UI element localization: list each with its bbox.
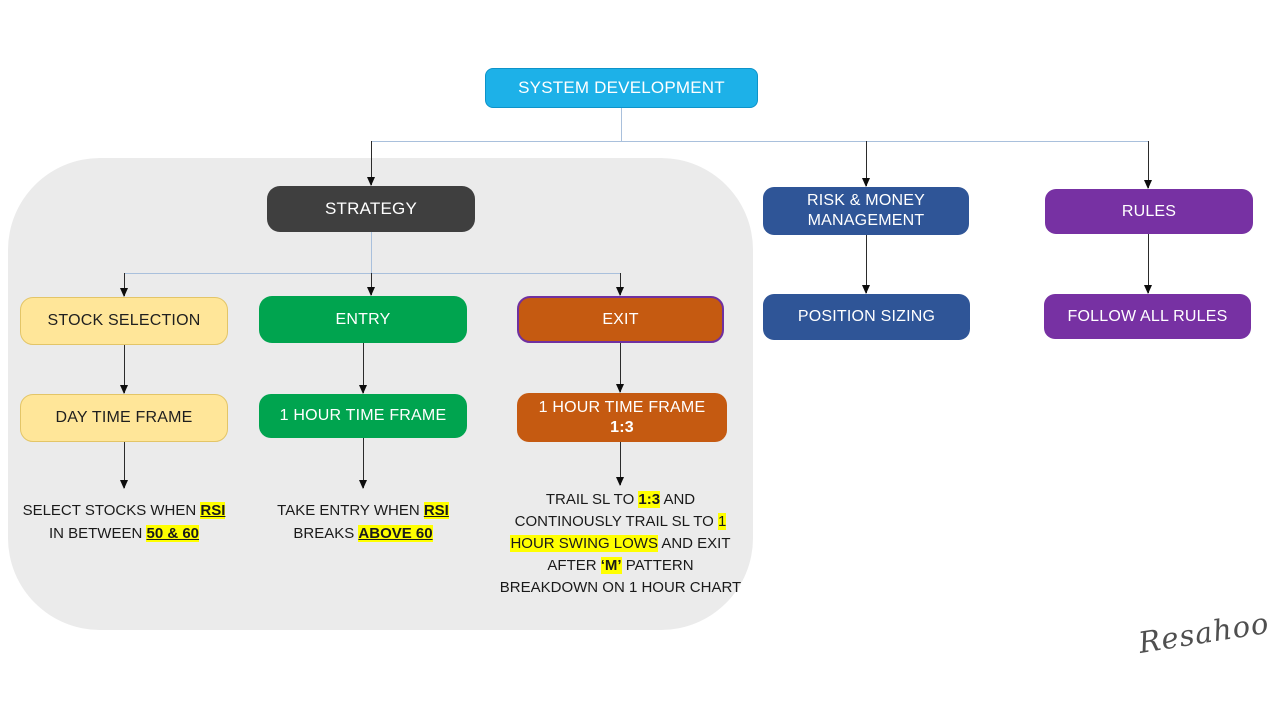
node-rules: RULES [1045,189,1253,234]
node-strategy: STRATEGY [267,186,475,232]
signature-watermark: Resahoo [1136,605,1272,660]
arrow-to-rules [1144,141,1152,189]
node-exit: EXIT [517,296,724,343]
arrow-hour-to-note [359,438,367,489]
node-risk-money-management: RISK & MONEY MANAGEMENT [763,187,969,235]
arrow-to-strategy [367,141,375,186]
arrow-to-stock-selection [120,273,128,297]
node-1-hour-time-frame-entry: 1 HOUR TIME FRAME [259,394,467,438]
node-1-hour-time-frame-exit: 1 HOUR TIME FRAME 1:3 [517,393,727,442]
arrow-rules-to-follow [1144,234,1152,294]
arrow-to-entry [367,273,375,296]
arrow-entry-to-hour [359,343,367,394]
connector-system-horizontal [371,141,1149,142]
arrow-day-to-note [120,442,128,489]
node-stock-selection: STOCK SELECTION [20,297,228,345]
node-system-development: SYSTEM DEVELOPMENT [485,68,758,108]
arrow-risk-to-position [862,235,870,294]
arrow-stock-to-day [120,345,128,394]
arrow-to-exit [616,273,624,296]
arrow-exit-to-hour [616,343,624,393]
node-position-sizing: POSITION SIZING [763,294,970,340]
connector-system-down [621,108,622,141]
node-follow-all-rules: FOLLOW ALL RULES [1044,294,1251,339]
connector-strategy-horizontal [124,273,621,274]
node-day-time-frame: DAY TIME FRAME [20,394,228,442]
arrow-to-risk-money [862,141,870,187]
connector-strategy-down [371,232,372,273]
node-entry: ENTRY [259,296,467,343]
arrow-hour-to-exit-note [616,442,624,486]
